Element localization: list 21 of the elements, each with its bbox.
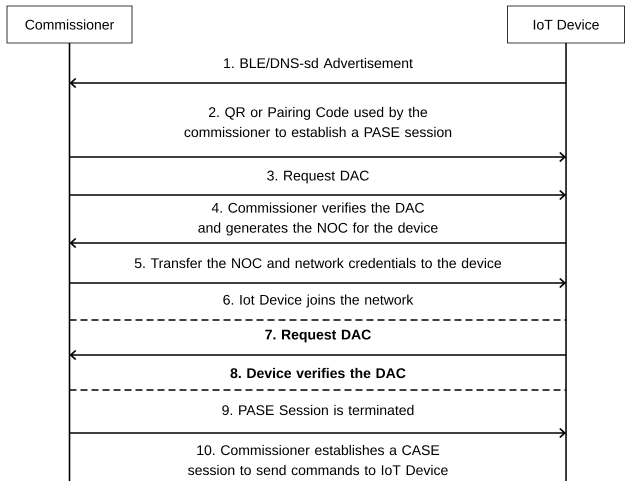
edge-label: 6. Iot Device joins the network bbox=[223, 294, 414, 308]
edge-label: 8. Device verifies the DAC bbox=[230, 368, 406, 378]
edge-label: 3. Request DAC bbox=[267, 170, 369, 184]
dashed-line bbox=[70, 389, 566, 391]
message-arrow bbox=[70, 238, 566, 248]
participant-box: Commissioner bbox=[6, 6, 132, 44]
edge-label: 2. QR or Pairing Code used by the commissioner to establish a PASE session bbox=[184, 106, 452, 138]
message-arrow bbox=[70, 350, 566, 360]
edge-label: 5. Transfer the NOC and network credentials to the device bbox=[134, 258, 502, 268]
message-arrow bbox=[70, 78, 566, 88]
message-arrow bbox=[70, 152, 566, 162]
edge-label: 1. BLE/DNS-sd Advertisement bbox=[224, 58, 413, 68]
message-arrow bbox=[70, 190, 566, 200]
message-label: 10. Commissioner establishes a CASE session to send commands to IoT Device bbox=[188, 444, 448, 476]
dashed-line bbox=[70, 319, 566, 321]
participant-box: IoT Device bbox=[507, 6, 625, 44]
edge-label: 7. Request DAC bbox=[265, 330, 371, 342]
message-arrow bbox=[70, 278, 566, 288]
edge-label: 4. Commissioner verifies the DAC and generates the NOC for the device bbox=[198, 202, 438, 236]
message-arrow bbox=[70, 428, 566, 438]
edge-label: 9. PASE Session is terminated bbox=[222, 404, 414, 416]
